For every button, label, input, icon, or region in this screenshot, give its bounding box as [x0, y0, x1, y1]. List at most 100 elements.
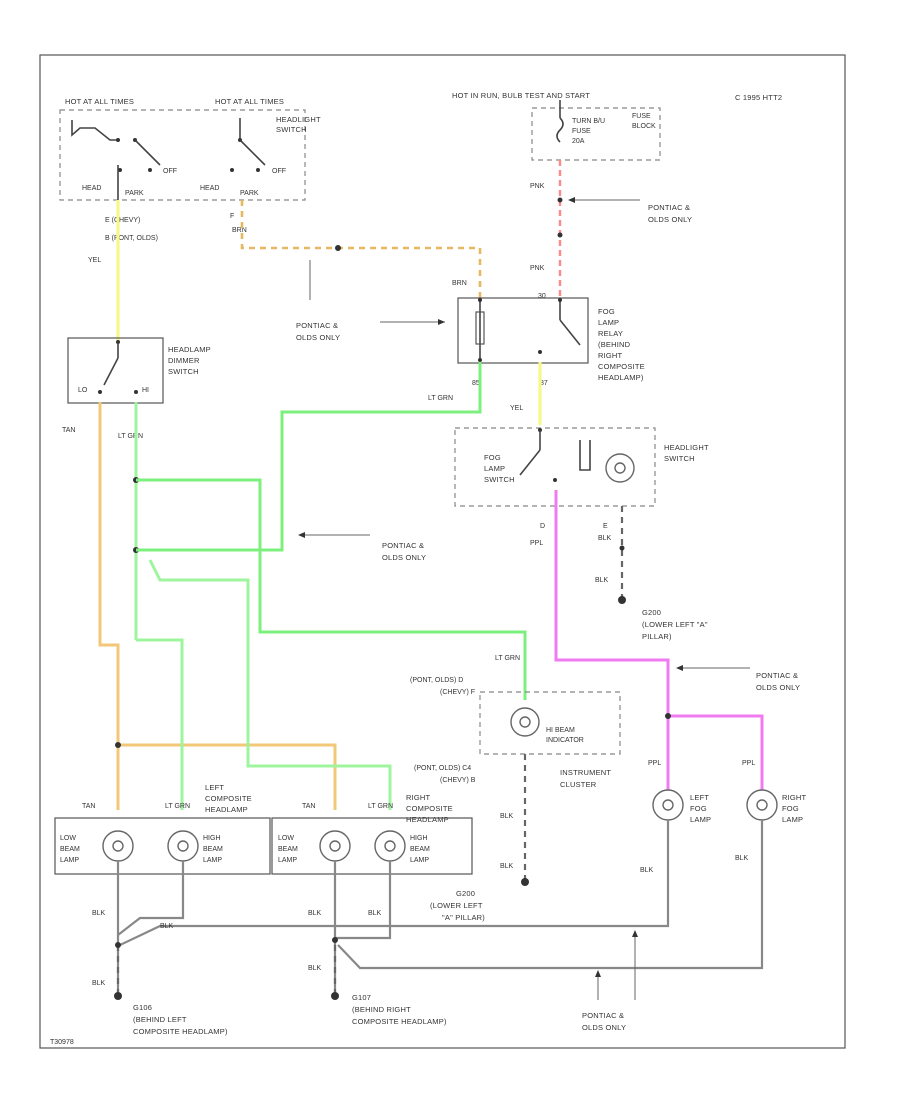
fog-switch-label-2: LAMP — [484, 464, 505, 473]
copyright-code: C 1995 HTT2 — [735, 93, 782, 102]
left-low-beam-label-1: LOW — [60, 835, 76, 842]
wire-color-ltgrn-5: LT GRN — [368, 803, 393, 810]
fog-relay-label-1: FOG — [598, 307, 615, 316]
wire-id-e-chevy: E (CHEVY) — [105, 217, 140, 224]
right-composite-label-3: HEADLAMP — [406, 815, 449, 824]
hi-beam-label-2: INDICATOR — [546, 737, 584, 744]
headlight-switch-label-1: HEADLIGHT — [276, 115, 321, 124]
contact-dot — [558, 298, 562, 302]
wire-pin-d: D — [540, 523, 545, 530]
wire-color-blk-8: BLK — [160, 923, 174, 930]
lamp-filament — [662, 799, 674, 811]
wire-color-pnk-2: PNK — [530, 265, 545, 272]
fog-relay-label-3: RELAY — [598, 329, 623, 338]
hot-at-all-times-left: HOT AT ALL TIMES — [65, 97, 134, 106]
contact-dot — [256, 168, 260, 172]
left-high-beam-label-2: BEAM — [203, 846, 223, 853]
contact-dot — [98, 390, 102, 394]
right-high-beam-label-1: HIGH — [410, 835, 428, 842]
lamp-filament — [112, 840, 124, 852]
left-high-beam-label-1: HIGH — [203, 835, 221, 842]
dimmer-lo: LO — [78, 387, 88, 394]
headlight-switch-right-label-1: HEADLIGHT — [664, 443, 709, 452]
hl-switch-right-blade — [239, 139, 266, 166]
chevy-f-label: (CHEVY) F — [440, 689, 475, 696]
wire-color-brn-2: BRN — [452, 280, 467, 287]
fog-relay-label-5: RIGHT — [598, 351, 623, 360]
ground-g106-dot — [114, 992, 122, 1000]
g107-label-1: G107 — [352, 993, 371, 1002]
right-composite-label-1: RIGHT — [406, 793, 431, 802]
pontiac-olds-only-2a: PONTIAC & — [648, 203, 690, 212]
dimmer-label-3: SWITCH — [168, 367, 199, 376]
headlight-switch-label-2: SWITCH — [276, 125, 307, 134]
wire-color-blk-5: BLK — [500, 813, 514, 820]
relay-coil-body — [475, 311, 485, 345]
wire-tan-lo-beam-right — [118, 743, 337, 810]
fuse-label-1: TURN B/U — [572, 118, 605, 125]
wire-color-yel-1: YEL — [88, 257, 101, 264]
left-composite-label-2: COMPOSITE — [205, 794, 252, 803]
right-high-beam-label-2: BEAM — [410, 846, 430, 853]
hl-contact-off-1: OFF — [163, 168, 177, 175]
instrument-cluster-label-2: CLUSTER — [560, 780, 597, 789]
lamp-filament — [519, 716, 531, 728]
wire-ppl-to-left-fog — [554, 490, 670, 790]
left-high-beam-label-3: LAMP — [203, 857, 222, 864]
arrow-head — [676, 665, 683, 671]
wire-color-blk-2: BLK — [595, 577, 609, 584]
ground-g107-dot — [331, 992, 339, 1000]
right-composite-box — [271, 817, 473, 875]
ground-g200-lower-dot — [521, 878, 529, 886]
wire-color-yel-2: YEL — [510, 405, 523, 412]
g107-label-2: (BEHIND RIGHT — [352, 1005, 411, 1014]
wire-id-b-pont: B (PONT, OLDS) — [105, 235, 158, 242]
left-fog-label-2: FOG — [690, 804, 707, 813]
pontiac-olds-only-4b: OLDS ONLY — [582, 1023, 626, 1032]
dimmer-label-2: DIMMER — [168, 356, 200, 365]
dimmer-label-1: HEADLAMP — [168, 345, 211, 354]
right-fog-label-2: FOG — [782, 804, 799, 813]
g106-label-2: (BEHIND LEFT — [133, 1015, 187, 1024]
fog-relay-label-2: LAMP — [598, 318, 619, 327]
right-low-beam-label-3: LAMP — [278, 857, 297, 864]
pontiac-olds-only-5a: PONTIAC & — [382, 541, 424, 550]
splice-dot — [557, 197, 563, 203]
contact-dot — [478, 298, 482, 302]
wire-color-ppl-2: PPL — [648, 760, 661, 767]
fog-relay-box — [457, 297, 589, 364]
hl-contact-head-2: HEAD — [200, 185, 219, 192]
pont-olds-c4-label: (PONT, OLDS) C4 — [414, 765, 471, 772]
splice-dot — [335, 245, 341, 251]
fuse-label-2: FUSE — [572, 128, 591, 135]
left-low-beam-label-3: LAMP — [60, 857, 79, 864]
lamp-filament — [384, 840, 396, 852]
hl-contact-head-1: HEAD — [82, 185, 101, 192]
left-composite-label-3: HEADLAMP — [205, 805, 248, 814]
dimmer-switch-box — [67, 337, 164, 404]
headlight-switch-right-label-2: SWITCH — [664, 454, 695, 463]
lamp-filament — [756, 799, 768, 811]
contact-dot — [553, 478, 557, 482]
wire-color-blk-6: BLK — [500, 863, 514, 870]
wire-color-tan-1: TAN — [62, 427, 75, 434]
fog-switch-blade — [519, 449, 541, 476]
diagram-frame — [39, 54, 846, 1049]
hot-at-all-times-mid: HOT AT ALL TIMES — [215, 97, 284, 106]
hl-switch-left-wiper — [71, 120, 118, 141]
wire-color-blk-11: BLK — [368, 910, 382, 917]
hi-beam-label-1: HI BEAM — [546, 727, 575, 734]
splice-dot — [115, 942, 121, 948]
right-fog-label-3: LAMP — [782, 815, 803, 824]
wire-color-blk-1: BLK — [598, 535, 612, 542]
right-fog-label-1: RIGHT — [782, 793, 807, 802]
contact-dot — [148, 168, 152, 172]
g200-upper-label-3: PILLAR) — [642, 632, 672, 641]
pontiac-olds-only-3a: PONTIAC & — [756, 671, 798, 680]
contact-dot — [134, 390, 138, 394]
g200-upper-label-1: G200 — [642, 608, 661, 617]
left-fog-label-3: LAMP — [690, 815, 711, 824]
dimmer-hi: HI — [142, 387, 149, 394]
pontiac-olds-only-3b: OLDS ONLY — [756, 683, 800, 692]
